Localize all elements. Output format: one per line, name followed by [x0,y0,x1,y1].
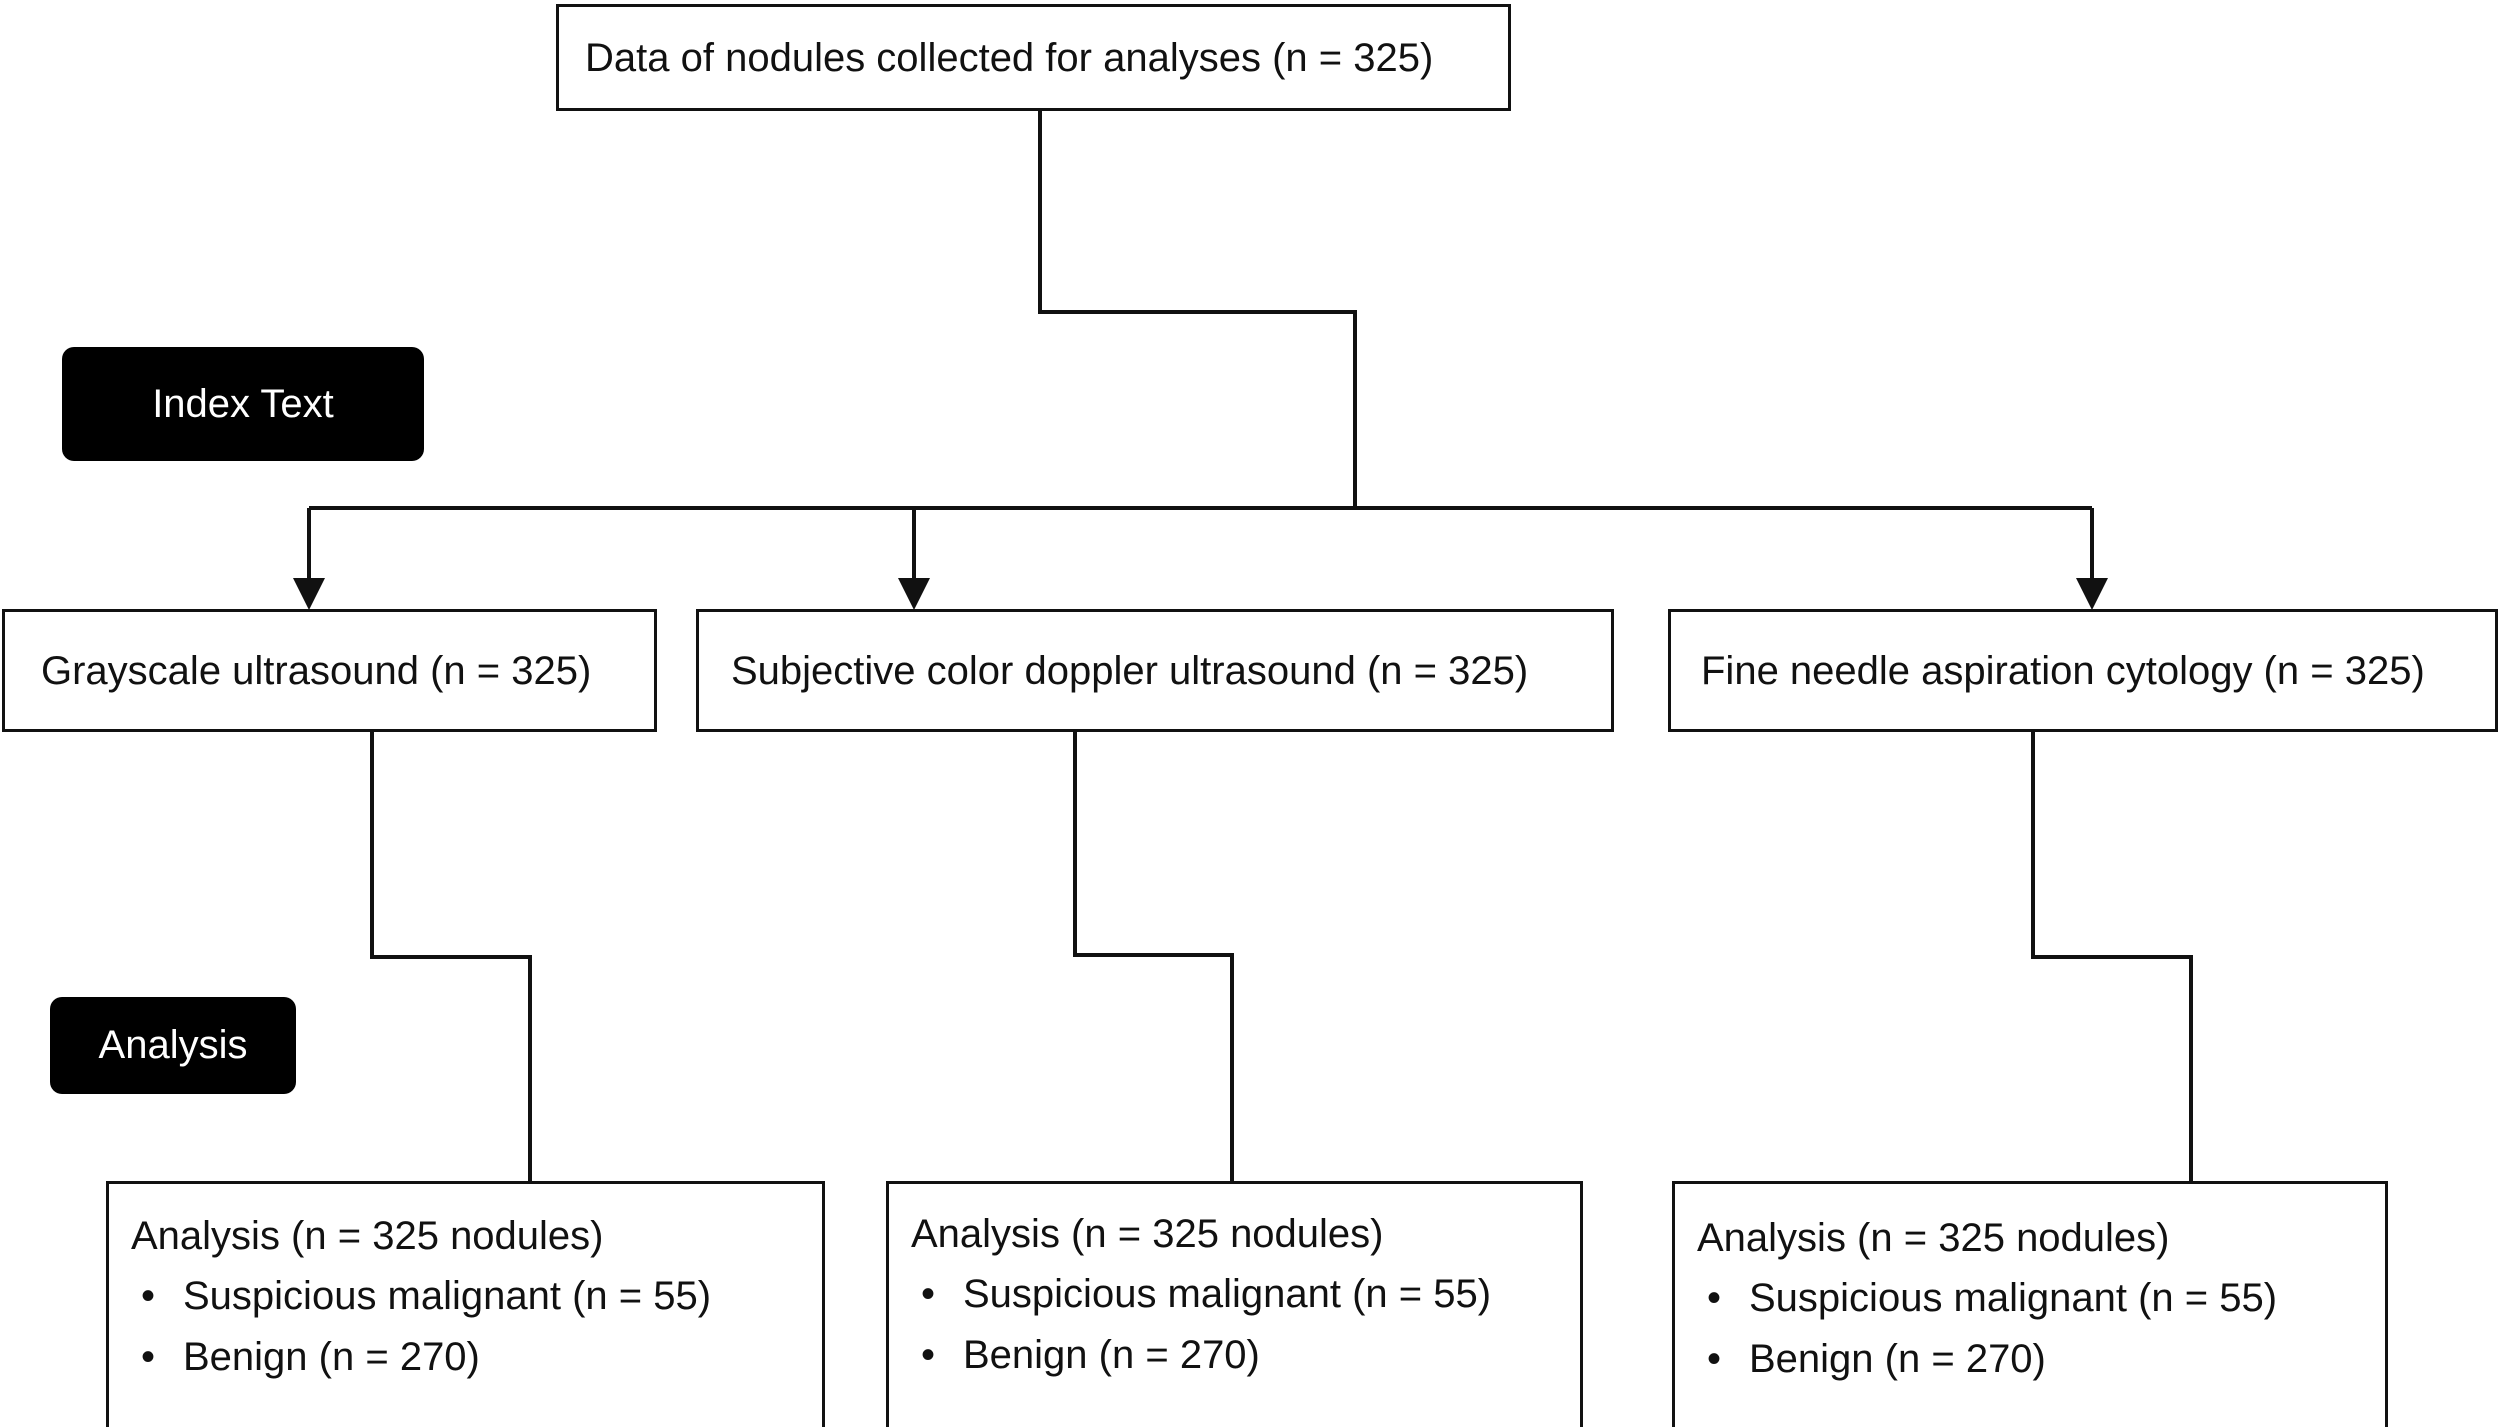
benign-label: Benign (n = 270) [1749,1337,2046,1381]
bullet: • [1707,1337,1722,1381]
color-doppler-ultrasound-label: Subjective color doppler ultrasound (n =… [731,648,1529,693]
fine-needle-aspiration-label: Fine needle aspiration cytology (n = 325… [1701,648,2425,693]
fnac-analysis-list: • Suspicious malignant (n = 55) • Benign… [1697,1274,2385,1383]
grayscale-ultrasound-label: Grayscale ultrasound (n = 325) [41,648,592,693]
suspicious-malignant-label: Suspicious malignant (n = 55) [183,1274,712,1318]
analysis-tag-label: Analysis [98,1023,248,1067]
index-text-tag-label: Index Text [152,381,334,426]
list-item: • Benign (n = 270) [911,1331,1580,1379]
list-item: • Benign (n = 270) [131,1333,822,1381]
suspicious-malignant-label: Suspicious malignant (n = 55) [963,1272,1492,1316]
doppler-analysis-box: Analysis (n = 325 nodules) • Suspicious … [886,1181,1583,1427]
fnac-analysis-box: Analysis (n = 325 nodules) • Suspicious … [1672,1181,2388,1427]
index-text-tag: Index Text [62,347,424,461]
grayscale-analysis-heading: Analysis (n = 325 nodules) [131,1214,604,1258]
benign-label: Benign (n = 270) [963,1333,1260,1377]
suspicious-malignant-label: Suspicious malignant (n = 55) [1749,1276,2278,1320]
fnac-to-analysis-connector [2031,732,2193,1181]
doppler-to-analysis-connector [1073,732,1234,1181]
bullet: • [141,1335,156,1379]
analysis-tag: Analysis [50,997,296,1094]
grayscale-ultrasound-box: Grayscale ultrasound (n = 325) [2,609,657,732]
source-box-label: Data of nodules collected for analyses (… [585,35,1434,80]
list-item: • Suspicious malignant (n = 55) [911,1270,1580,1318]
grayscale-to-analysis-connector [370,732,532,1181]
list-item: • Benign (n = 270) [1697,1335,2385,1383]
list-item: • Suspicious malignant (n = 55) [131,1272,822,1320]
doppler-analysis-list: • Suspicious malignant (n = 55) • Benign… [911,1270,1580,1379]
color-doppler-ultrasound-box: Subjective color doppler ultrasound (n =… [696,609,1614,732]
bullet: • [921,1333,936,1377]
fine-needle-aspiration-box: Fine needle aspiration cytology (n = 325… [1668,609,2498,732]
source-box: Data of nodules collected for analyses (… [556,4,1511,111]
bullet: • [921,1272,936,1316]
fnac-analysis-heading: Analysis (n = 325 nodules) [1697,1216,2170,1260]
benign-label: Benign (n = 270) [183,1335,480,1379]
grayscale-analysis-box: Analysis (n = 325 nodules) • Suspicious … [106,1181,825,1427]
list-item: • Suspicious malignant (n = 55) [1697,1274,2385,1322]
bullet: • [141,1274,156,1318]
source-connector [1038,109,1357,508]
bullet: • [1707,1276,1722,1320]
doppler-analysis-heading: Analysis (n = 325 nodules) [911,1212,1384,1256]
grayscale-analysis-list: • Suspicious malignant (n = 55) • Benign… [131,1272,822,1381]
